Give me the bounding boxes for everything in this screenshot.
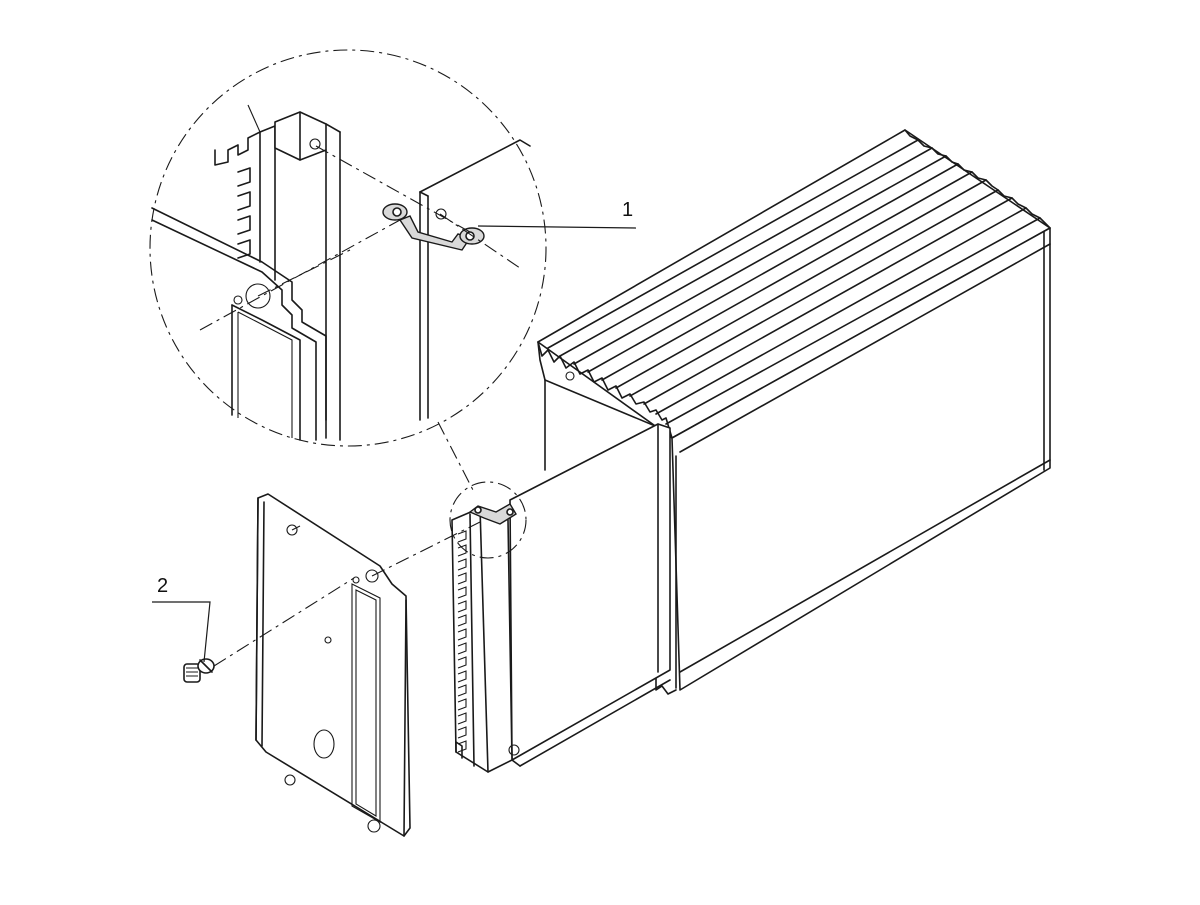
- connector-contact: [457, 670, 467, 683]
- connector-contact: [457, 656, 467, 669]
- panel-hole-bottom-right: [367, 819, 381, 833]
- connector-contact: [457, 572, 467, 585]
- callout-number-1: 1: [622, 199, 634, 221]
- connector-contact: [457, 600, 467, 613]
- connector-contact: [457, 726, 467, 739]
- heatsink-fins: [547, 139, 1041, 425]
- callout-number-2: 2: [157, 575, 169, 597]
- module-detail-marker: [449, 481, 527, 559]
- detail-circle: [149, 49, 547, 447]
- connector-contact: [457, 698, 467, 711]
- detail-circuit-board: [419, 139, 531, 193]
- housing-heatsink: [537, 129, 1051, 695]
- panel-window-cutout: [351, 583, 381, 823]
- connector-contact: [457, 684, 467, 697]
- connector-contact: [457, 544, 467, 557]
- screw-part-2: [183, 658, 215, 683]
- connector-contact: [457, 642, 467, 655]
- connector-contact: [457, 558, 467, 571]
- detail-view: [149, 49, 547, 447]
- plug-in-module: [449, 423, 671, 773]
- callout-1-leader: [477, 225, 637, 229]
- connector-contact: [457, 530, 467, 543]
- panel-hole-bottom-left: [284, 774, 296, 786]
- callout-2-leader: [152, 601, 211, 663]
- module-clip: [468, 503, 517, 525]
- detail-front-plate: [151, 207, 327, 439]
- connector-contact: [457, 712, 467, 725]
- connector-contact: [457, 586, 467, 599]
- connector-contact: [457, 628, 467, 641]
- clip-part-1: [382, 203, 485, 251]
- detail-hole: [309, 138, 321, 150]
- panel-hole-top-left: [286, 524, 298, 536]
- panel-small-hole: [324, 636, 332, 644]
- connector-contact: [457, 614, 467, 627]
- front-panel: [255, 493, 411, 837]
- panel-hole-top-right: [365, 569, 379, 583]
- connector-contacts: [457, 530, 467, 753]
- panel-round-cutout: [313, 729, 335, 759]
- detail-connector-strip: [214, 131, 261, 263]
